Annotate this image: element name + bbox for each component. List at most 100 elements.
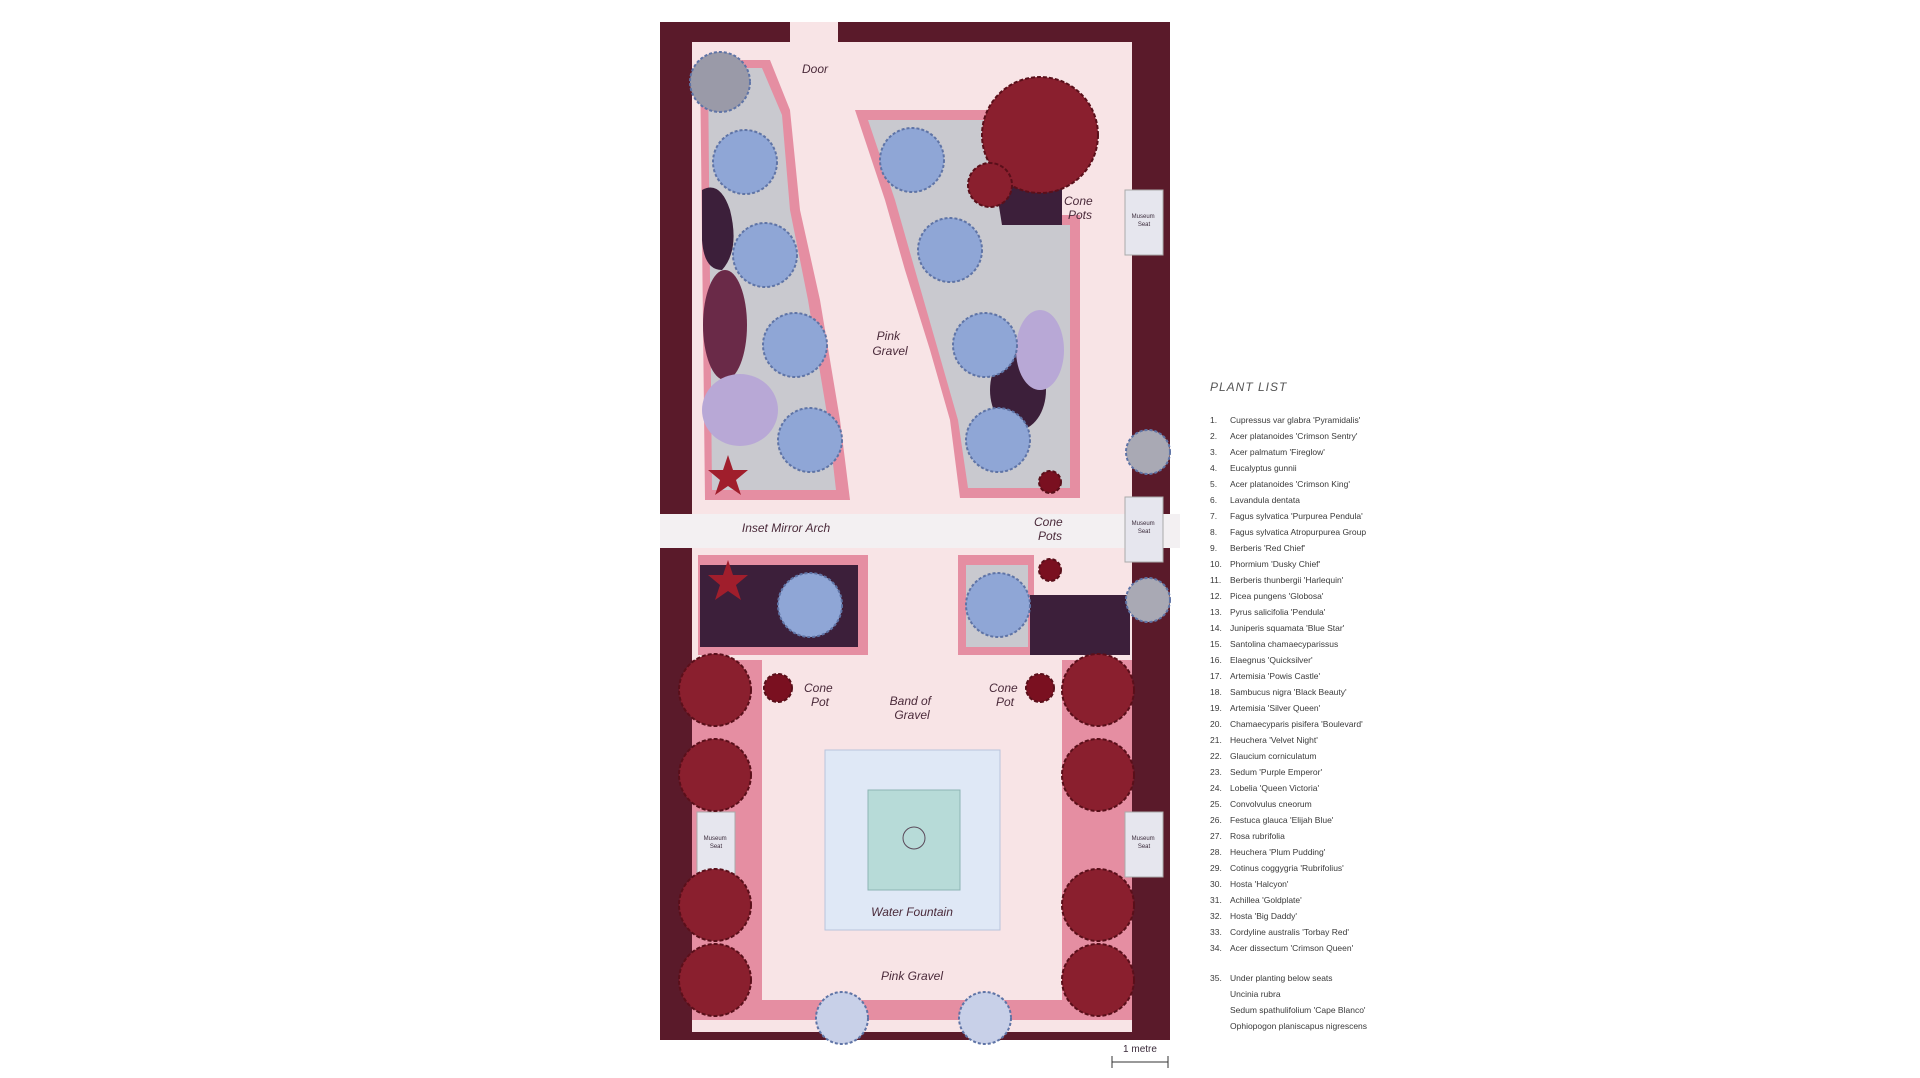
blue-shrub-tr-2 bbox=[917, 217, 983, 283]
label-museum-seat-1: Museum Seat bbox=[1132, 214, 1157, 228]
plant-list-item: 33.Cordyline australis 'Torbay Red' bbox=[1210, 924, 1630, 940]
museum-seat-right-1 bbox=[1124, 189, 1164, 256]
plant-number: 3. bbox=[1210, 447, 1218, 457]
plant-name: Sedum 'Purple Emperor' bbox=[1230, 767, 1323, 777]
label-museum-seat-4-line2: Seat bbox=[1138, 844, 1151, 850]
plant-list-item: 20.Chamaecyparis pisifera 'Boulevard' bbox=[1210, 716, 1630, 732]
label-cone-pot-right-line2: Pot bbox=[996, 695, 1015, 709]
label-museum-seat-4-line1: Museum bbox=[1132, 836, 1155, 842]
label-band-of-gravel: Band of Gravel bbox=[890, 694, 935, 722]
red-trees bbox=[678, 76, 1135, 1017]
label-cone-pots-mid-line2: Pots bbox=[1038, 529, 1062, 543]
plant-list-item: 23.Sedum 'Purple Emperor' bbox=[1210, 764, 1630, 780]
plant-name: Fagus sylvatica Atropurpurea Group bbox=[1230, 527, 1367, 537]
label-cone-pot-left: Cone Pot bbox=[804, 681, 836, 709]
plant-list-item: 2.Acer platanoides 'Crimson Sentry' bbox=[1210, 428, 1630, 444]
lilac-planting-tl bbox=[702, 374, 778, 446]
plant-list-item: 31.Achillea 'Goldplate' bbox=[1210, 892, 1630, 908]
label-museum-seat-1-line2: Seat bbox=[1138, 222, 1151, 228]
scale-bar: 1 metre bbox=[1111, 1044, 1169, 1068]
underplanting-item: Uncinia rubra bbox=[1230, 989, 1281, 999]
mirror-arch-band bbox=[660, 514, 1180, 548]
label-cone-pot-right: Cone Pot bbox=[989, 681, 1021, 709]
lilac-planting-tr bbox=[1016, 310, 1064, 390]
blue-shrub-tr-3 bbox=[952, 312, 1018, 378]
plant-list-item: 8.Fagus sylvatica Atropurpurea Group bbox=[1210, 524, 1630, 540]
label-museum-seat-2: Museum Seat bbox=[1132, 521, 1157, 535]
plant-name: Cotinus coggygria 'Rubrifolius' bbox=[1230, 863, 1344, 873]
plant-number: 9. bbox=[1210, 543, 1218, 553]
plant-list-item: 13.Pyrus salicifolia 'Pendula' bbox=[1210, 604, 1630, 620]
dark-planting-tl-2 bbox=[703, 270, 747, 380]
plant-list-item: 11.Berberis thunbergii 'Harlequin' bbox=[1210, 572, 1630, 588]
border-bottom bbox=[762, 1000, 1062, 1020]
plant-name: Rosa rubrifolia bbox=[1230, 831, 1285, 841]
label-pink-gravel-line2: Gravel bbox=[872, 344, 908, 358]
label-cone-pots-top: Cone Pots bbox=[1064, 194, 1096, 222]
plant-name: Lavandula dentata bbox=[1230, 495, 1300, 505]
plant-list-title: PLANT LIST bbox=[1210, 380, 1288, 394]
label-museum-seat-3: Museum Seat bbox=[704, 836, 729, 850]
plant-list-item: 28.Heuchera 'Plum Pudding' bbox=[1210, 844, 1630, 860]
plant-name: Hosta 'Big Daddy' bbox=[1230, 911, 1298, 921]
plant-number: 13. bbox=[1210, 607, 1222, 617]
plant-number: 28. bbox=[1210, 847, 1222, 857]
plant-list-item: 34.Acer dissectum 'Crimson Queen' bbox=[1210, 940, 1630, 956]
label-band-of-gravel-line1: Band of bbox=[890, 694, 933, 708]
plant-list-item: 14.Juniperis squamata 'Blue Star' bbox=[1210, 620, 1630, 636]
plant-number: 25. bbox=[1210, 799, 1222, 809]
label-museum-seat-4: Museum Seat bbox=[1132, 836, 1157, 850]
label-cone-pot-left-line1: Cone bbox=[804, 681, 833, 695]
plant-name: Convolvulus cneorum bbox=[1230, 799, 1312, 809]
plant-name: Hosta 'Halcyon' bbox=[1230, 879, 1289, 889]
plant-number: 29. bbox=[1210, 863, 1222, 873]
label-inset-mirror-arch: Inset Mirror Arch bbox=[742, 521, 831, 535]
label-cone-pots-mid-line1: Cone bbox=[1034, 515, 1063, 529]
label-museum-seat-2-line2: Seat bbox=[1138, 529, 1151, 535]
acer-crimson-sentry bbox=[981, 76, 1099, 194]
dark-planting-tl bbox=[702, 187, 734, 270]
plant-list-item: 26.Festuca glauca 'Elijah Blue' bbox=[1210, 812, 1630, 828]
phormium-star-2 bbox=[708, 560, 748, 600]
cordyline-2 bbox=[1038, 558, 1062, 582]
label-cone-pots-top-line1: Cone bbox=[1064, 194, 1093, 208]
underplanting-note: 35.Under planting below seats Uncinia ru… bbox=[1210, 970, 1630, 1034]
plant-number: 22. bbox=[1210, 751, 1222, 761]
plant-name: Fagus sylvatica 'Purpurea Pendula' bbox=[1230, 511, 1363, 521]
blue-shrub-tl-3 bbox=[762, 312, 828, 378]
plant-number: 32. bbox=[1210, 911, 1222, 921]
label-pink-gravel-bottom: Pink Gravel bbox=[881, 969, 943, 983]
plant-list-items: 1.Cupressus var glabra 'Pyramidalis'2.Ac… bbox=[1210, 412, 1630, 956]
plant-number: 16. bbox=[1210, 655, 1222, 665]
plant-list-item: 7.Fagus sylvatica 'Purpurea Pendula' bbox=[1210, 508, 1630, 524]
plant-number: 5. bbox=[1210, 479, 1218, 489]
plant-number: 4. bbox=[1210, 463, 1218, 473]
fountain-pool bbox=[867, 789, 961, 891]
phormium-stars bbox=[708, 455, 748, 600]
plant-number: 19. bbox=[1210, 703, 1222, 713]
plant-name: Juniperis squamata 'Blue Star' bbox=[1230, 623, 1345, 633]
plant-list-item: 16.Elaegnus 'Quicksilver' bbox=[1210, 652, 1630, 668]
label-museum-seat-2-line1: Museum bbox=[1132, 521, 1155, 527]
blue-shrub-tl-1 bbox=[712, 129, 778, 195]
museum-seat-left bbox=[696, 811, 736, 878]
blue-shrub-tr-4 bbox=[965, 407, 1031, 473]
label-water-fountain: Water Fountain bbox=[871, 905, 953, 919]
plant-name: Santolina chamaecyparissus bbox=[1230, 639, 1339, 649]
plant-list-item: 6.Lavandula dentata bbox=[1210, 492, 1630, 508]
plant-name: Festuca glauca 'Elijah Blue' bbox=[1230, 815, 1334, 825]
lavender-bottom-2 bbox=[958, 991, 1012, 1045]
plant-name: Artemisia 'Powis Castle' bbox=[1230, 671, 1321, 681]
plant-list-item: 22.Glaucium corniculatum bbox=[1210, 748, 1630, 764]
plant-list-item: 10.Phormium 'Dusky Chief' bbox=[1210, 556, 1630, 572]
plant-list-item: 18.Sambucus nigra 'Black Beauty' bbox=[1210, 684, 1630, 700]
acer-crimson-king-8 bbox=[1061, 943, 1135, 1017]
plant-name: Acer dissectum 'Crimson Queen' bbox=[1230, 943, 1354, 953]
plant-number: 1. bbox=[1210, 415, 1218, 425]
label-museum-seat-1-line1: Museum bbox=[1132, 214, 1155, 220]
plant-name: Cordyline australis 'Torbay Red' bbox=[1230, 927, 1349, 937]
acer-crimson-king-6 bbox=[1061, 738, 1135, 812]
plant-name: Artemisia 'Silver Queen' bbox=[1230, 703, 1321, 713]
plant-list-item: 17.Artemisia 'Powis Castle' bbox=[1210, 668, 1630, 684]
plant-name: Berberis thunbergii 'Harlequin' bbox=[1230, 575, 1344, 585]
